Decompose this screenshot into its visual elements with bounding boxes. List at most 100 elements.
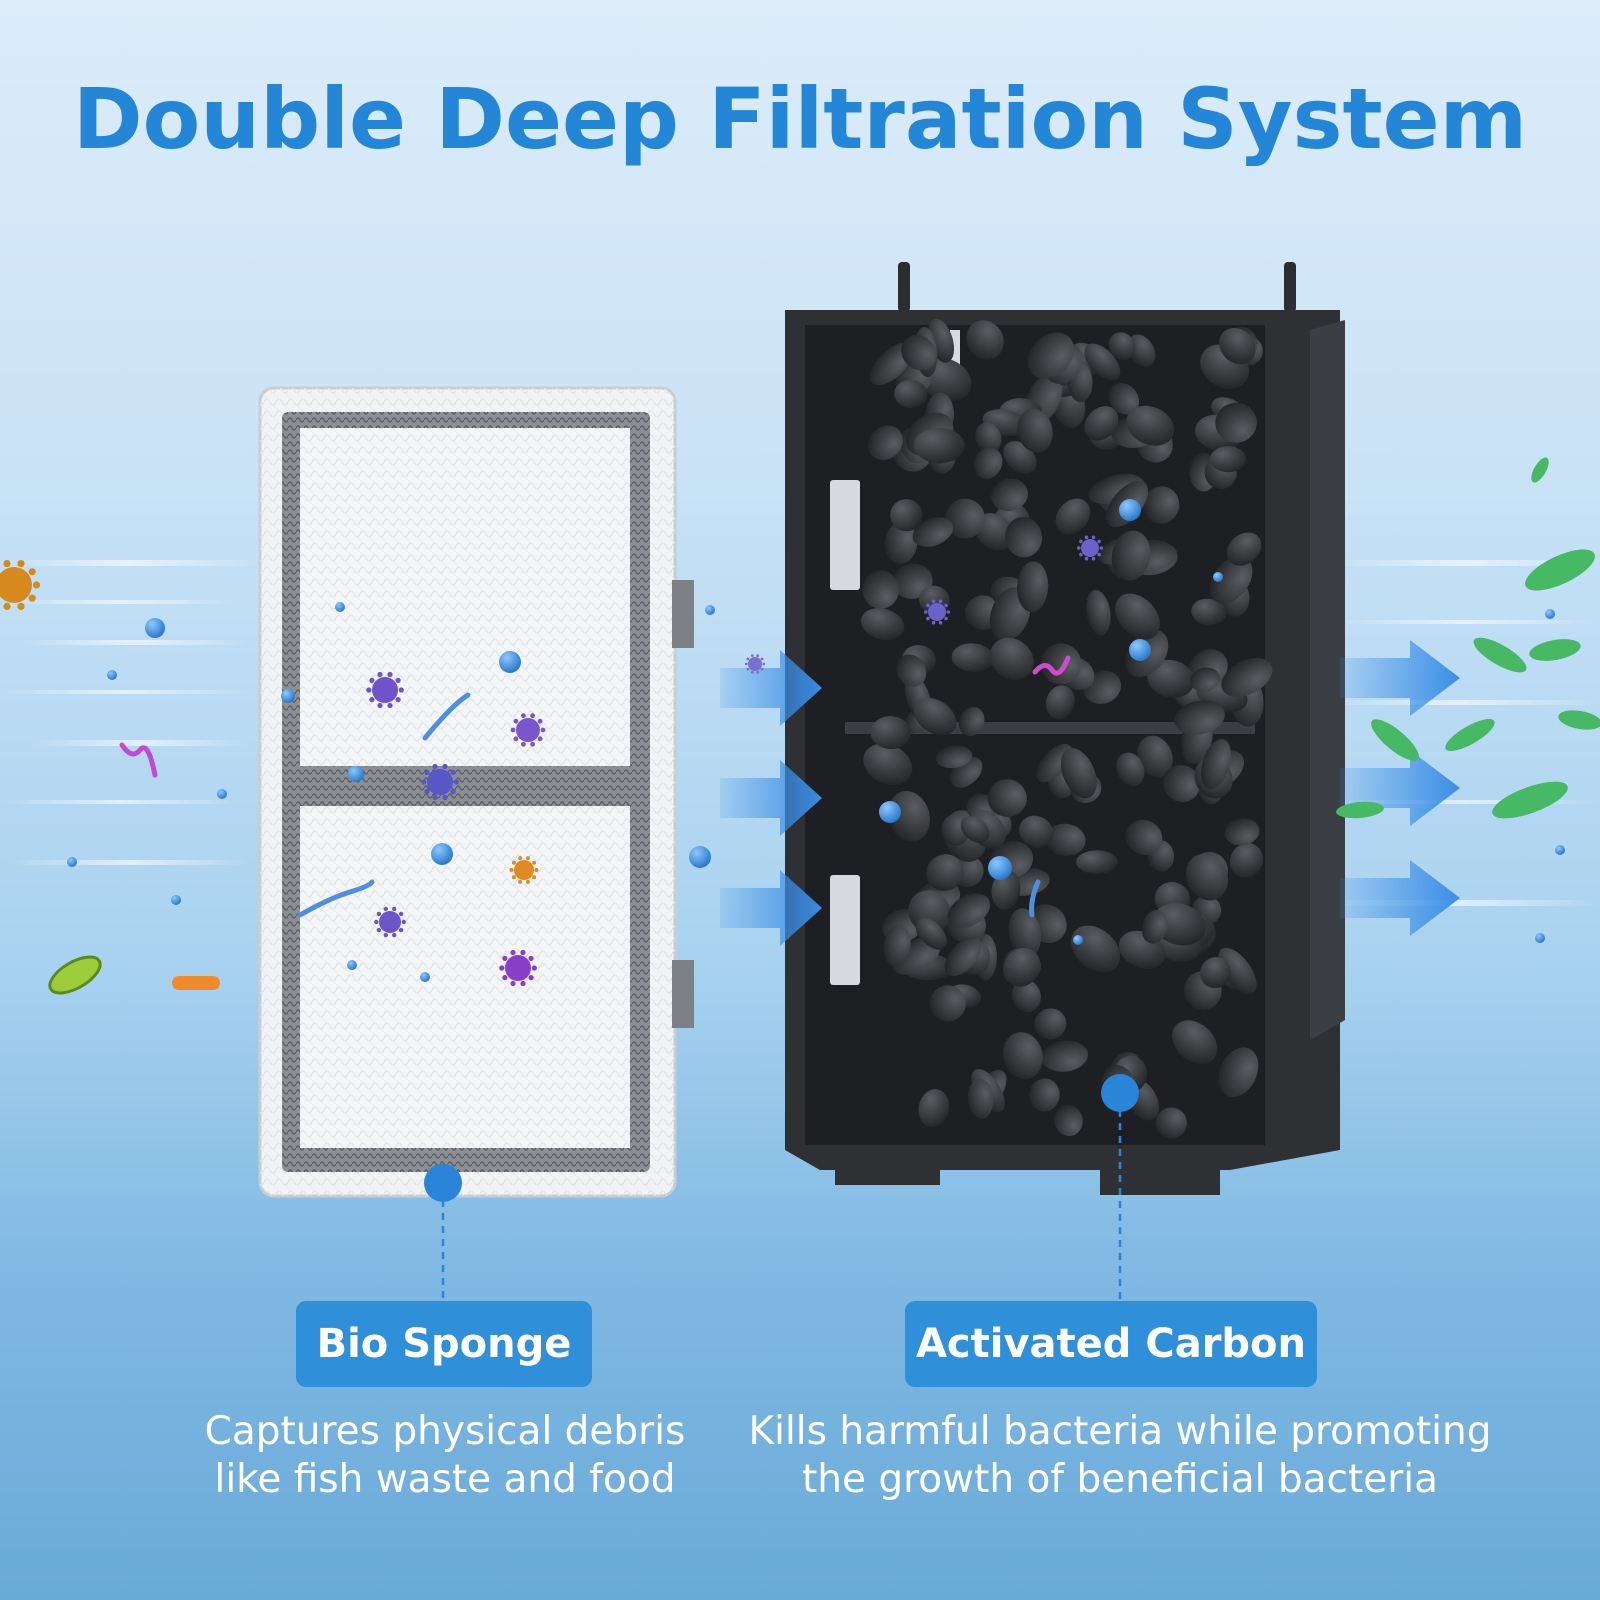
microbe-icon bbox=[510, 713, 546, 747]
carbon-pellet bbox=[1060, 748, 1097, 799]
water-particle bbox=[420, 972, 430, 982]
microbe-icon bbox=[924, 599, 951, 625]
carbon-pellet bbox=[896, 654, 927, 687]
carbon-pellet bbox=[926, 854, 964, 891]
water-particle bbox=[1129, 639, 1151, 661]
carbon-pellet bbox=[973, 447, 1003, 479]
carbon-pellet bbox=[991, 478, 1028, 512]
water-particle bbox=[335, 602, 345, 612]
activated-carbon-cartridge-image bbox=[785, 262, 1345, 1195]
carbon-pellet bbox=[1215, 402, 1257, 443]
carbon-pellet bbox=[1143, 486, 1180, 524]
carbon-pellet bbox=[1002, 1032, 1043, 1080]
carbon-pellet bbox=[1086, 590, 1111, 636]
water-particle bbox=[1555, 845, 1565, 855]
carbon-pellet bbox=[1017, 408, 1053, 453]
carbon-pellet bbox=[987, 779, 1027, 817]
carbon-pellet bbox=[1116, 752, 1145, 787]
carbon-pellet bbox=[1115, 593, 1160, 640]
carbon-pellet bbox=[1084, 343, 1121, 381]
carbon-pellet bbox=[945, 498, 985, 539]
carbon-pellet bbox=[863, 743, 913, 786]
carbon-pellet bbox=[1019, 815, 1054, 848]
carbon-pellet bbox=[916, 918, 947, 950]
carbon-pellet bbox=[1162, 764, 1201, 803]
water-particle bbox=[1073, 935, 1083, 945]
microbe-icon bbox=[366, 671, 404, 709]
carbon-pellet bbox=[1108, 383, 1140, 415]
microbe-icon bbox=[744, 654, 766, 674]
carbon-pellet bbox=[867, 425, 903, 461]
carbon-pellet bbox=[860, 608, 905, 641]
carbon-pellet bbox=[1185, 853, 1229, 901]
carbon-pellet bbox=[960, 816, 990, 843]
carbon-pellet bbox=[947, 893, 991, 928]
carbon-pellets bbox=[860, 318, 1273, 1139]
carbon-pellet bbox=[944, 936, 982, 977]
water-particle bbox=[988, 856, 1012, 880]
particles bbox=[0, 499, 1565, 995]
carbon-pellet bbox=[883, 925, 911, 967]
microbe-icon bbox=[421, 763, 459, 801]
carbon-pellet bbox=[935, 745, 973, 769]
carbon-pellet bbox=[951, 643, 994, 672]
callout-connectors bbox=[424, 1074, 1139, 1300]
carbon-pellet bbox=[912, 517, 954, 547]
carbon-pellet bbox=[1016, 561, 1049, 613]
carbon-pellet bbox=[958, 707, 985, 736]
bio-sponge-description-line1: Captures physical debris bbox=[204, 1409, 686, 1454]
microbe-icon bbox=[509, 856, 539, 884]
carbon-pellet bbox=[929, 985, 966, 1022]
carbon-pellet bbox=[913, 697, 957, 736]
carbon-pellet bbox=[1172, 1020, 1218, 1065]
carbon-pellet bbox=[1076, 850, 1118, 874]
water-particle bbox=[1119, 499, 1141, 521]
microbe-icon bbox=[0, 560, 41, 611]
water-particle bbox=[689, 846, 711, 868]
carbon-pellet bbox=[1029, 1078, 1060, 1112]
carbon-pellet bbox=[887, 791, 931, 842]
carbon-pellet bbox=[1200, 957, 1231, 989]
carbon-pellet bbox=[1190, 667, 1220, 692]
bio-sponge-description-line2: like fish waste and food bbox=[214, 1457, 676, 1502]
carbon-pellet bbox=[1218, 947, 1257, 995]
carbon-pellet bbox=[1034, 1008, 1067, 1040]
bacteria-icon bbox=[119, 742, 158, 778]
carbon-pellet bbox=[1224, 818, 1260, 846]
carbon-pellet bbox=[1174, 700, 1225, 735]
carbon-pellet bbox=[1108, 332, 1136, 360]
water-particle bbox=[705, 605, 715, 615]
carbon-pellet bbox=[990, 637, 1034, 681]
carbon-pellet bbox=[1155, 1107, 1187, 1139]
bio-sponge-label: Bio Sponge bbox=[296, 1301, 592, 1387]
carbon-pellet bbox=[1229, 843, 1264, 878]
carbon-pellet bbox=[1226, 532, 1262, 566]
carbon-pellet bbox=[1191, 598, 1227, 626]
carbon-pellet bbox=[1127, 334, 1156, 367]
bio-sponge-image bbox=[258, 386, 694, 1198]
water-particle bbox=[217, 789, 227, 799]
carbon-pellet bbox=[870, 716, 911, 750]
carbon-pellet bbox=[901, 334, 937, 371]
carbon-pellet bbox=[890, 499, 923, 532]
water-particle bbox=[145, 618, 165, 638]
carbon-pellet bbox=[1045, 685, 1075, 720]
carbon-pellet bbox=[1141, 909, 1168, 944]
bacteria-icon bbox=[297, 879, 375, 918]
carbon-pellet bbox=[1218, 1047, 1259, 1098]
water-particle bbox=[1535, 933, 1545, 943]
carbon-pellet bbox=[1111, 530, 1151, 581]
carbon-pellet bbox=[1045, 823, 1086, 856]
water-particle bbox=[499, 651, 521, 673]
carbon-pellet bbox=[1084, 406, 1119, 441]
carbon-pellet bbox=[967, 1078, 994, 1119]
bacteria-icon bbox=[48, 955, 102, 995]
carbon-pellet bbox=[1055, 498, 1091, 535]
carbon-pellet bbox=[1054, 1104, 1083, 1137]
carbon-pellet bbox=[991, 870, 1021, 910]
bio-sponge-description: Captures physical debris like fish waste… bbox=[180, 1408, 710, 1504]
water-particle bbox=[347, 960, 357, 970]
carbon-pellet bbox=[1040, 643, 1082, 685]
